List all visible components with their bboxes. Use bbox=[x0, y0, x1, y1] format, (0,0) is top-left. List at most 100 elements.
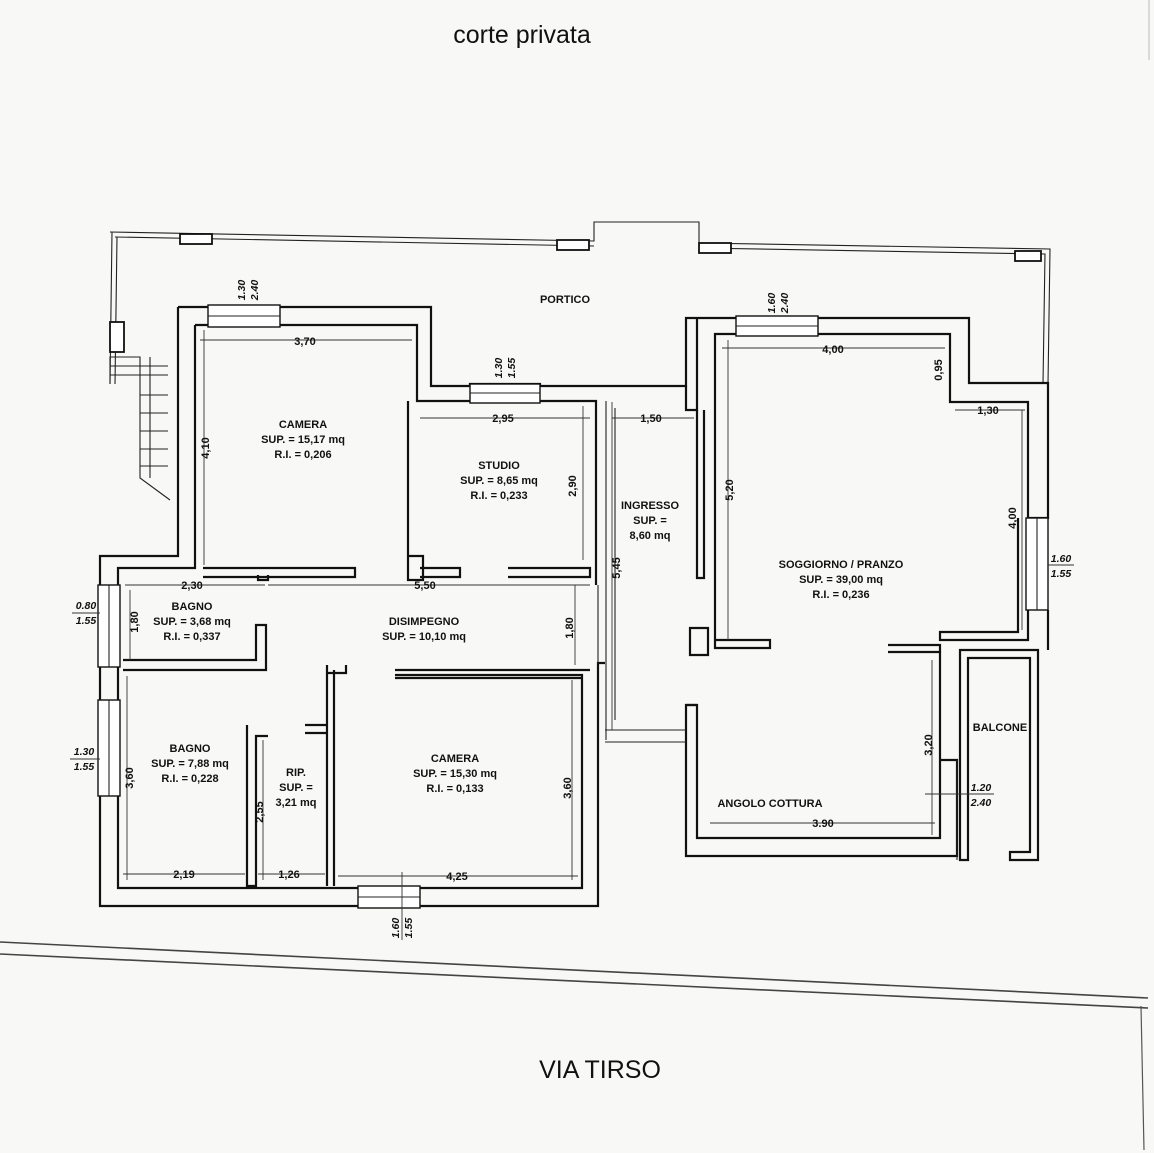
window-soggiorno-right: 1.60 1.55 bbox=[1048, 553, 1074, 580]
room-ri: R.I. = 0,233 bbox=[470, 490, 527, 502]
window-camera1: 1.30 2.40 bbox=[236, 280, 261, 302]
window-height: 1.55 bbox=[1051, 568, 1072, 580]
window-width: 1.30 bbox=[236, 280, 248, 301]
window-height: 1.55 bbox=[74, 761, 95, 773]
window-height: 1.55 bbox=[506, 358, 518, 379]
room-name: ANGOLO COTTURA bbox=[717, 798, 822, 810]
room-soggiorno: SOGGIORNO / PRANZO SUP. = 39,00 mq R.I. … bbox=[779, 559, 904, 601]
room-camera-1: CAMERA SUP. = 15,17 mq R.I. = 0,206 bbox=[261, 419, 345, 461]
window-width: 1.60 bbox=[1051, 553, 1072, 565]
window-height: 2.40 bbox=[249, 280, 261, 302]
room-ingresso: INGRESSO SUP. = 8,60 mq bbox=[621, 500, 680, 542]
window-labels: 1.30 2.40 1.30 1.55 1.60 2.40 1.60 1.55 … bbox=[70, 280, 1074, 940]
room-bagno-2: BAGNO SUP. = 7,88 mq R.I. = 0,228 bbox=[151, 743, 229, 785]
window-soggiorno-top: 1.60 2.40 bbox=[766, 293, 791, 315]
dim-camera1-width: 3,70 bbox=[294, 336, 315, 348]
dim-rip-height: 2,55 bbox=[254, 801, 266, 822]
room-name: DISIMPEGNO bbox=[389, 616, 460, 628]
dim-ingresso-width: 1,50 bbox=[640, 413, 661, 425]
window-height: 2.40 bbox=[779, 293, 791, 315]
dim-corridor-left: 2,30 bbox=[181, 580, 202, 592]
plan-title: corte privata bbox=[453, 21, 591, 49]
walls-interior bbox=[123, 401, 616, 888]
room-disimpegno: DISIMPEGNO SUP. = 10,10 mq bbox=[382, 616, 466, 643]
room-name: RIP. bbox=[286, 767, 306, 779]
room-ri: R.I. = 0,206 bbox=[274, 449, 331, 461]
dim-rip-width: 1,26 bbox=[278, 869, 299, 881]
dimension-lines bbox=[123, 330, 1025, 880]
window-height: 1.55 bbox=[76, 615, 97, 627]
room-name: BAGNO bbox=[172, 601, 213, 613]
window-width: 1.30 bbox=[493, 358, 505, 379]
room-area: SUP. = 8,65 mq bbox=[460, 475, 538, 487]
dim-studio-width: 2,95 bbox=[492, 413, 513, 425]
room-bagno-1: BAGNO SUP. = 3,68 mq R.I. = 0,337 bbox=[153, 601, 231, 643]
window-width: 1.20 bbox=[971, 782, 992, 794]
street-label: VIA TIRSO bbox=[539, 1056, 661, 1084]
room-name: PORTICO bbox=[540, 294, 591, 306]
dim-bagno2-height: 3,60 bbox=[124, 767, 136, 788]
window-height: 1.55 bbox=[403, 918, 415, 939]
room-ri: R.I. = 0,236 bbox=[812, 589, 869, 601]
dim-bagno2-width: 2,19 bbox=[173, 869, 194, 881]
dim-soggiorno-notch-width: 1,30 bbox=[977, 405, 998, 417]
dim-soggiorno-left-height: 5,20 bbox=[724, 479, 736, 500]
dim-camera2-width: 4,25 bbox=[446, 871, 467, 883]
window-bagno1: 0.80 1.55 bbox=[72, 600, 100, 627]
portico-outline bbox=[109, 221, 1051, 385]
window-bagno2: 1.30 1.55 bbox=[70, 746, 100, 773]
dim-corridor-long: 5,50 bbox=[414, 580, 435, 592]
window-width: 1.30 bbox=[74, 746, 95, 758]
dimension-labels: 3,70 4,10 2,95 2,90 1,50 5,45 4,00 5,20 … bbox=[124, 336, 1019, 883]
window-camera2: 1.60 1.55 bbox=[390, 872, 415, 940]
window-width: 1.60 bbox=[390, 918, 402, 939]
dim-corridor-height: 1,80 bbox=[564, 617, 576, 638]
window-width: 1.60 bbox=[766, 293, 778, 314]
dim-camera1-height: 4,10 bbox=[200, 437, 212, 458]
dim-soggiorno-notch-height: 0,95 bbox=[933, 359, 945, 380]
room-area: SUP. = 10,10 mq bbox=[382, 631, 466, 643]
window-studio: 1.30 1.55 bbox=[493, 358, 518, 379]
stairs bbox=[109, 356, 171, 501]
room-area: SUP. = bbox=[633, 515, 667, 527]
room-rip: RIP. SUP. = 3,21 mq bbox=[276, 767, 317, 809]
dim-angolo-height: 3,20 bbox=[923, 734, 935, 755]
room-area: SUP. = 39,00 mq bbox=[799, 574, 883, 586]
room-area: SUP. = 15,17 mq bbox=[261, 434, 345, 446]
room-camera-2: CAMERA SUP. = 15,30 mq R.I. = 0,133 bbox=[413, 753, 497, 795]
window-height: 2.40 bbox=[970, 797, 992, 809]
room-name: BAGNO bbox=[170, 743, 211, 755]
room-area: SUP. = 7,88 mq bbox=[151, 758, 229, 770]
room-angolo-cottura: ANGOLO COTTURA bbox=[717, 798, 822, 810]
room-name: BALCONE bbox=[973, 722, 1027, 734]
walls-right-block bbox=[605, 315, 1050, 862]
room-ri: R.I. = 0,133 bbox=[426, 783, 483, 795]
room-balcone: BALCONE bbox=[973, 722, 1027, 734]
dim-ingresso-height: 5,45 bbox=[611, 557, 623, 578]
room-area: SUP. = 3,68 mq bbox=[153, 616, 231, 628]
room-ri: R.I. = 0,337 bbox=[163, 631, 220, 643]
room-area-value: 3,21 mq bbox=[276, 797, 317, 809]
dim-camera2-height: 3,60 bbox=[562, 777, 574, 798]
room-area: SUP. = 15,30 mq bbox=[413, 768, 497, 780]
walls-left-block bbox=[97, 304, 697, 909]
room-studio: STUDIO SUP. = 8,65 mq R.I. = 0,233 bbox=[460, 460, 538, 502]
room-ri: R.I. = 0,228 bbox=[161, 773, 218, 785]
room-name: STUDIO bbox=[478, 460, 520, 472]
dim-studio-height: 2,90 bbox=[567, 475, 579, 496]
window-width: 0.80 bbox=[76, 600, 97, 612]
dim-soggiorno-right-height: 4,00 bbox=[1007, 507, 1019, 528]
room-area-value: 8,60 mq bbox=[630, 530, 671, 542]
room-name: INGRESSO bbox=[621, 500, 680, 512]
room-name: CAMERA bbox=[279, 419, 327, 431]
dim-soggiorno-width: 4,00 bbox=[822, 344, 843, 356]
room-name: CAMERA bbox=[431, 753, 479, 765]
room-area: SUP. = bbox=[279, 782, 313, 794]
dim-bagno1-height: 1,80 bbox=[129, 611, 141, 632]
room-portico: PORTICO bbox=[540, 294, 591, 306]
room-name: SOGGIORNO / PRANZO bbox=[779, 559, 904, 571]
dim-angolo-width: 3.90 bbox=[812, 818, 833, 830]
window-balcone: 1.20 2.40 bbox=[925, 782, 994, 809]
